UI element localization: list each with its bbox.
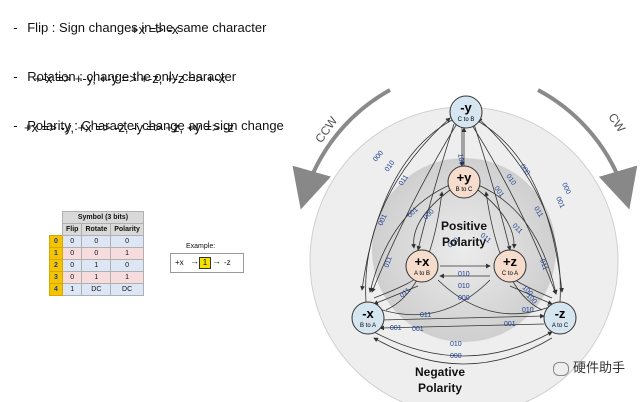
symbol-table: Symbol (3 bits) Flip Rotate Polarity 0 0… [49, 211, 144, 296]
rule-flip-example: +x => -x [131, 22, 179, 37]
node-neg-z-sub: A to C [552, 323, 569, 329]
positive-label-line1: Positive [441, 219, 487, 233]
edge-label: 001 [377, 213, 388, 227]
edge-label: 010 [458, 283, 470, 290]
edge-label: 100 [456, 153, 465, 166]
example-arrow-in: → [190, 256, 199, 266]
edge-label: 011 [538, 258, 548, 271]
edge-label: 001 [412, 326, 424, 333]
node-neg-y: -y C to B [449, 95, 483, 129]
node-pos-x-sub: A to B [414, 271, 430, 277]
example-from: +x [175, 258, 184, 267]
ccw-arrow [292, 88, 391, 210]
col-rotate: Rotate [81, 223, 112, 236]
positive-label-line2: Polarity [442, 235, 486, 249]
example-symbol: 1 [199, 257, 211, 269]
edge-label: 011 [420, 312, 431, 319]
edge-label: 001 [504, 321, 516, 328]
edge-label: 010 [458, 271, 470, 278]
wechat-icon [552, 361, 569, 376]
node-pos-y-sub: B to C [456, 187, 473, 193]
node-pos-y-label: +y [457, 170, 473, 185]
node-pos-y: +y B to C [447, 165, 481, 199]
node-pos-x-label: +x [415, 254, 431, 269]
node-neg-z-label: -z [555, 306, 566, 321]
node-pos-z-sub: C to A [502, 271, 518, 277]
node-pos-z: +z C to A [493, 249, 527, 283]
edge-label: 000 [560, 182, 571, 196]
rule-rotation-example: +-x => +-y, +-y => +-z, +-z => +-x [34, 71, 226, 86]
watermark: 硬件助手 [552, 357, 625, 376]
edges [360, 117, 564, 365]
edge-label: 010 [450, 341, 462, 348]
example-title: Example: [186, 243, 216, 250]
cw-arrow [537, 88, 638, 210]
node-neg-z: -z A to C [543, 301, 577, 335]
edge-label: 000 [458, 295, 470, 302]
rule-polarity: -Polarity : Character change and sign ch… [13, 118, 284, 133]
node-pos-x: +x A to B [405, 249, 439, 283]
cw-label: CW [605, 110, 628, 135]
polarity-diagram: CCW CW 000 [292, 88, 638, 402]
col-flip: Flip [61, 223, 83, 236]
inner-positive-region [372, 158, 556, 342]
rule-polarity-example: +x => -y, +x => -z, -y => +z, +y => -z [24, 120, 235, 135]
edge-label: 000 [450, 353, 462, 360]
negative-label-line1: Negative [415, 365, 465, 379]
edge-label: 011 [383, 256, 393, 269]
example-box: +x → 1 → -z [170, 253, 244, 273]
example-to: -z [224, 258, 231, 267]
negative-label-line2: Polarity [418, 381, 462, 395]
edge-label: 001 [390, 325, 402, 332]
node-neg-y-sub: C to B [458, 117, 475, 123]
edge-label: 011 [532, 206, 544, 219]
ccw-label: CCW [312, 113, 340, 145]
rule-rotation: -Rotation : change the only character [13, 69, 237, 84]
col-polarity: Polarity [110, 223, 144, 236]
node-pos-z-label: +z [503, 254, 518, 269]
node-neg-x: -x B to A [351, 301, 385, 335]
example-arrow-out: → [212, 256, 221, 266]
edge-label: 001 [554, 196, 565, 210]
node-neg-x-label: -x [362, 306, 374, 321]
rule-flip: -Flip : Sign changes in the same charact… [13, 20, 267, 35]
edge-label: 010 [522, 307, 534, 314]
node-neg-x-sub: B to A [360, 323, 376, 329]
symbol-table-group-header: Symbol (3 bits) [62, 211, 144, 224]
node-neg-y-label: -y [460, 100, 472, 115]
